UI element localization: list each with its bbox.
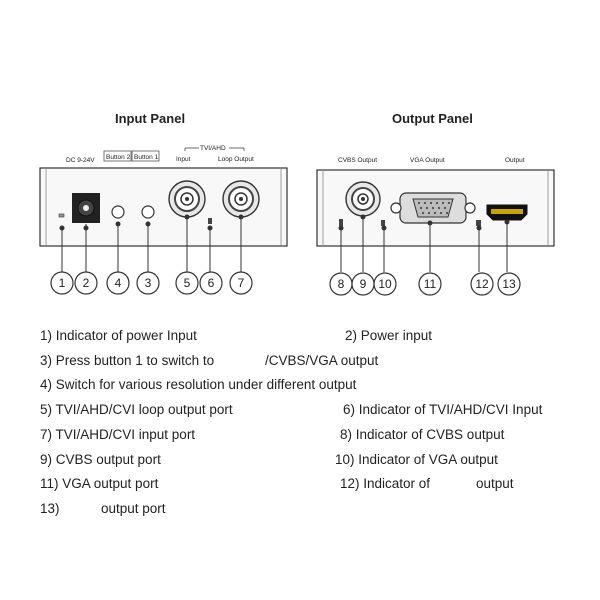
legend-item-2: 2) Power input xyxy=(345,328,433,343)
dc-power-jack xyxy=(72,193,100,223)
callout-7: 7 xyxy=(238,276,245,290)
bnc-input-connector xyxy=(168,180,206,218)
output-leader-lines xyxy=(340,215,508,272)
callout-13: 13 xyxy=(502,277,516,291)
button1-label-box xyxy=(131,150,160,162)
output-callouts: 8 9 10 11 12 13 xyxy=(329,272,521,296)
callout-3: 3 xyxy=(145,276,152,290)
legend-item-11: 11) VGA output port xyxy=(40,476,159,491)
connection-diagram: Input Panel DC 9-24V Button 2 Button 1 T… xyxy=(39,111,555,296)
callout-1: 1 xyxy=(59,276,66,290)
power-indicator-led xyxy=(58,213,65,218)
callout-11: 11 xyxy=(424,277,437,291)
vga-output-connector xyxy=(390,192,476,224)
input-panel-title: Input Panel xyxy=(115,111,185,126)
callout-9: 9 xyxy=(360,277,367,291)
legend-item-13-cont: output port xyxy=(101,501,166,516)
button1-label: Button 1 xyxy=(134,154,159,161)
bnc-loop-output-connector xyxy=(222,180,260,218)
legend-item-10: 10) Indicator of VGA output xyxy=(335,452,498,467)
tvi-group-label: TVI/AHD xyxy=(200,145,226,152)
legend-item-3-cont: /CVBS/VGA output xyxy=(265,353,379,368)
legend-item-8: 8) Indicator of CVBS output xyxy=(340,427,505,442)
callout-10: 10 xyxy=(378,277,392,291)
input-indicator-led xyxy=(208,218,212,224)
callout-8: 8 xyxy=(338,277,345,291)
cvbs-indicator-led xyxy=(339,219,343,226)
digital-output-connector xyxy=(486,204,528,221)
callout-12: 12 xyxy=(475,277,489,291)
button2-label-box xyxy=(103,150,132,162)
callout-4: 4 xyxy=(115,276,122,290)
input-callouts: 1 2 4 3 5 6 7 xyxy=(50,271,253,295)
legend-item-5: 5) TVI/AHD/CVI loop output port xyxy=(40,402,233,417)
legend-item-12-cont: output xyxy=(476,476,514,491)
input-leader-dots xyxy=(59,214,244,231)
cvbs-output-label: CVBS Output xyxy=(338,157,377,164)
dc-label: DC 9-24V xyxy=(66,157,95,164)
legend-item-4: 4) Switch for various resolution under d… xyxy=(40,377,357,392)
legend-item-9: 9) CVBS output port xyxy=(40,452,161,467)
legend-item-12: 12) Indicator of xyxy=(340,476,431,491)
button2-label: Button 2 xyxy=(106,154,131,161)
output-leader-dots xyxy=(338,214,510,231)
button-2 xyxy=(111,205,125,219)
legend-item-3: 3) Press button 1 to switch to xyxy=(40,353,215,368)
output-label: Output xyxy=(505,157,525,164)
callout-5: 5 xyxy=(184,276,191,290)
legend-item-1: 1) Indicator of power Input xyxy=(40,328,197,343)
legend-item-6: 6) Indicator of TVI/AHD/CVI Input xyxy=(343,402,543,417)
callout-6: 6 xyxy=(208,276,215,290)
loop-output-label: Loop Output xyxy=(218,156,254,163)
callout-2: 2 xyxy=(83,276,90,290)
output-panel-title: Output Panel xyxy=(392,111,473,126)
legend-item-7: 7) TVI/AHD/CVI input port xyxy=(40,427,196,442)
button-1 xyxy=(141,205,155,219)
input-label: Input xyxy=(176,156,191,163)
vga-indicator-led xyxy=(381,220,385,226)
legend-item-13: 13) xyxy=(40,501,60,516)
bnc-cvbs-output-connector xyxy=(345,181,381,217)
vga-output-label: VGA Output xyxy=(410,157,445,164)
output-indicator-led xyxy=(476,220,481,226)
input-leader-lines xyxy=(61,215,242,272)
